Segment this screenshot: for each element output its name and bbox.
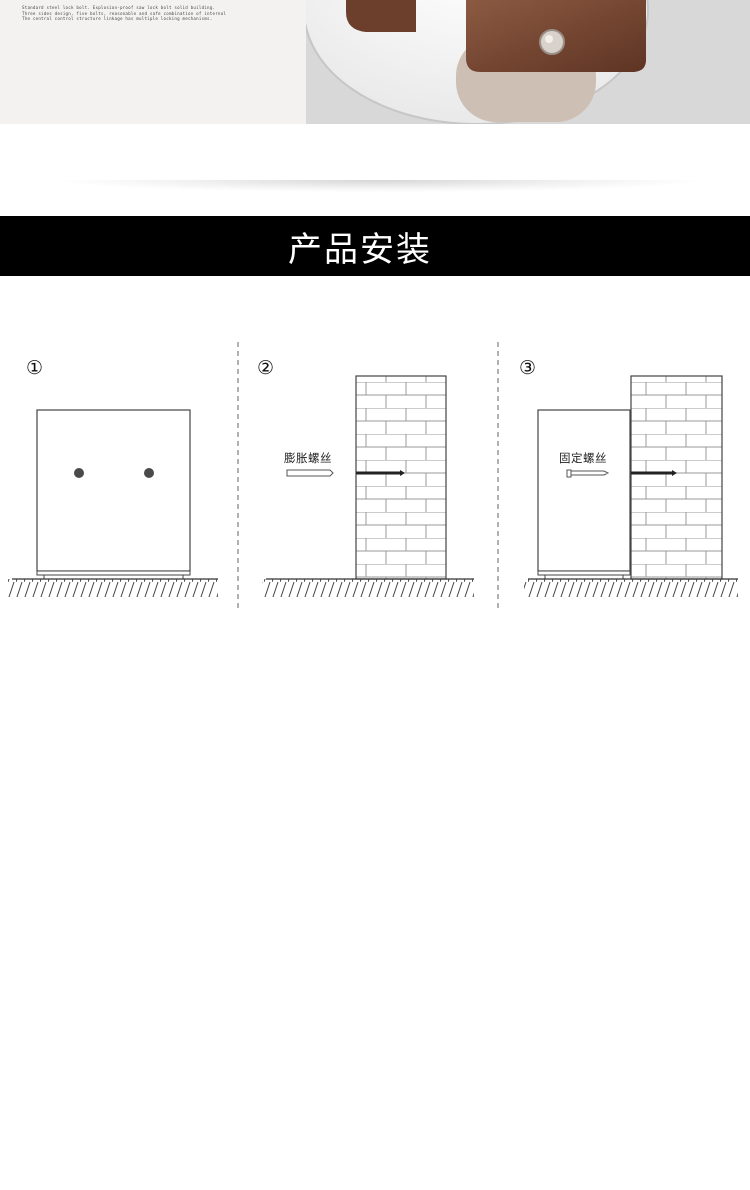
step-2-number: ② [257,357,275,379]
installation-illustration [8,342,738,612]
lock-closeup-photo [306,0,750,124]
divider-shadow [60,180,700,192]
section-title-bar: 产品安装 [0,216,750,276]
fixing-screw-label: 固定螺丝 [559,451,607,465]
step-3-number: ③ [519,357,537,379]
installation-diagram: ① ② ③ 膨胀螺丝 固定螺丝 [0,330,750,630]
section-title: 产品安装 [288,229,432,270]
lock-bolt-caption: Standard steel lock bolt. Explosion-proo… [22,5,227,22]
product-photo-strip: Standard steel lock bolt. Explosion-proo… [0,0,750,124]
caption-panel: Standard steel lock bolt. Explosion-proo… [0,0,306,124]
step-1-number: ① [26,357,44,379]
lock-closeup-image [306,0,750,124]
expansion-screw-label: 膨胀螺丝 [284,451,332,465]
